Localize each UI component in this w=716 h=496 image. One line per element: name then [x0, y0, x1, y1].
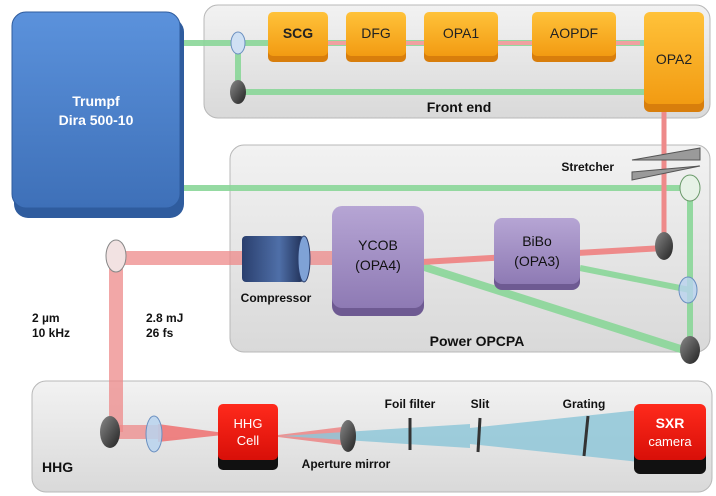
- mirror-icon: [680, 336, 700, 364]
- sxr-camera-sublabel: camera: [648, 434, 692, 449]
- sxr-camera: SXR camera: [634, 404, 706, 474]
- opa1-label: OPA1: [443, 25, 480, 41]
- opa1-box: OPA1: [424, 12, 498, 62]
- dfg-box: DFG: [346, 12, 406, 62]
- mirror-icon: [100, 416, 120, 448]
- laser-name: Trumpf: [72, 93, 120, 109]
- ycob-sublabel: (OPA4): [355, 257, 401, 273]
- aperture-mirror-icon: [340, 420, 356, 452]
- output-energy: 2.8 mJ: [146, 311, 183, 325]
- aopdf-box: AOPDF: [532, 12, 616, 62]
- hhg-title: HHG: [42, 459, 73, 475]
- compressor: Compressor: [241, 235, 312, 305]
- stretcher: Stretcher: [561, 147, 701, 181]
- ycob-crystal: YCOB (OPA4): [332, 206, 424, 316]
- opa2-label: OPA2: [656, 51, 693, 67]
- mirror-icon: [105, 239, 127, 273]
- beam-splitter-icon: [230, 31, 246, 55]
- dfg-label: DFG: [361, 25, 391, 41]
- grating-label: Grating: [563, 397, 606, 411]
- output-duration: 26 fs: [146, 326, 174, 340]
- slit-label: Slit: [471, 397, 490, 411]
- slit-icon: [476, 417, 482, 453]
- hhg-cell-label: HHG: [234, 416, 263, 431]
- sxr-camera-label: SXR: [656, 415, 685, 431]
- output-rep-rate: 10 kHz: [32, 326, 70, 340]
- bibo-label: BiBo: [522, 233, 552, 249]
- lens-icon: [678, 276, 698, 304]
- bibo-crystal: BiBo (OPA3): [494, 218, 580, 290]
- mirror-icon: [230, 80, 246, 104]
- grating-icon: [582, 415, 590, 457]
- xuv-beam: [282, 410, 640, 462]
- hhg-cell: HHG Cell: [218, 404, 278, 470]
- aperture-mirror-label: Aperture mirror: [302, 457, 391, 471]
- compressor-label: Compressor: [241, 291, 312, 305]
- trumpf-laser: Trumpf Dira 500-10: [11, 11, 184, 218]
- hhg-cell-sublabel: Cell: [237, 433, 260, 448]
- aopdf-label: AOPDF: [550, 25, 598, 41]
- mirror-icon: [655, 232, 673, 260]
- focusing-lens-icon: [145, 415, 163, 453]
- dichroic-mirror-icon: [679, 174, 701, 202]
- foil-filter-label: Foil filter: [385, 397, 436, 411]
- stretcher-label: Stretcher: [561, 160, 614, 174]
- ycob-label: YCOB: [358, 237, 398, 253]
- scg-box: SCG: [268, 12, 328, 62]
- laser-model: Dira 500-10: [59, 112, 134, 128]
- opa2-box: OPA2: [644, 12, 704, 112]
- scg-label: SCG: [283, 25, 313, 41]
- front-end-title: Front end: [427, 99, 492, 115]
- bibo-sublabel: (OPA3): [514, 253, 560, 269]
- power-opcpa-title: Power OPCPA: [430, 333, 525, 349]
- output-wavelength: 2 µm: [32, 311, 60, 325]
